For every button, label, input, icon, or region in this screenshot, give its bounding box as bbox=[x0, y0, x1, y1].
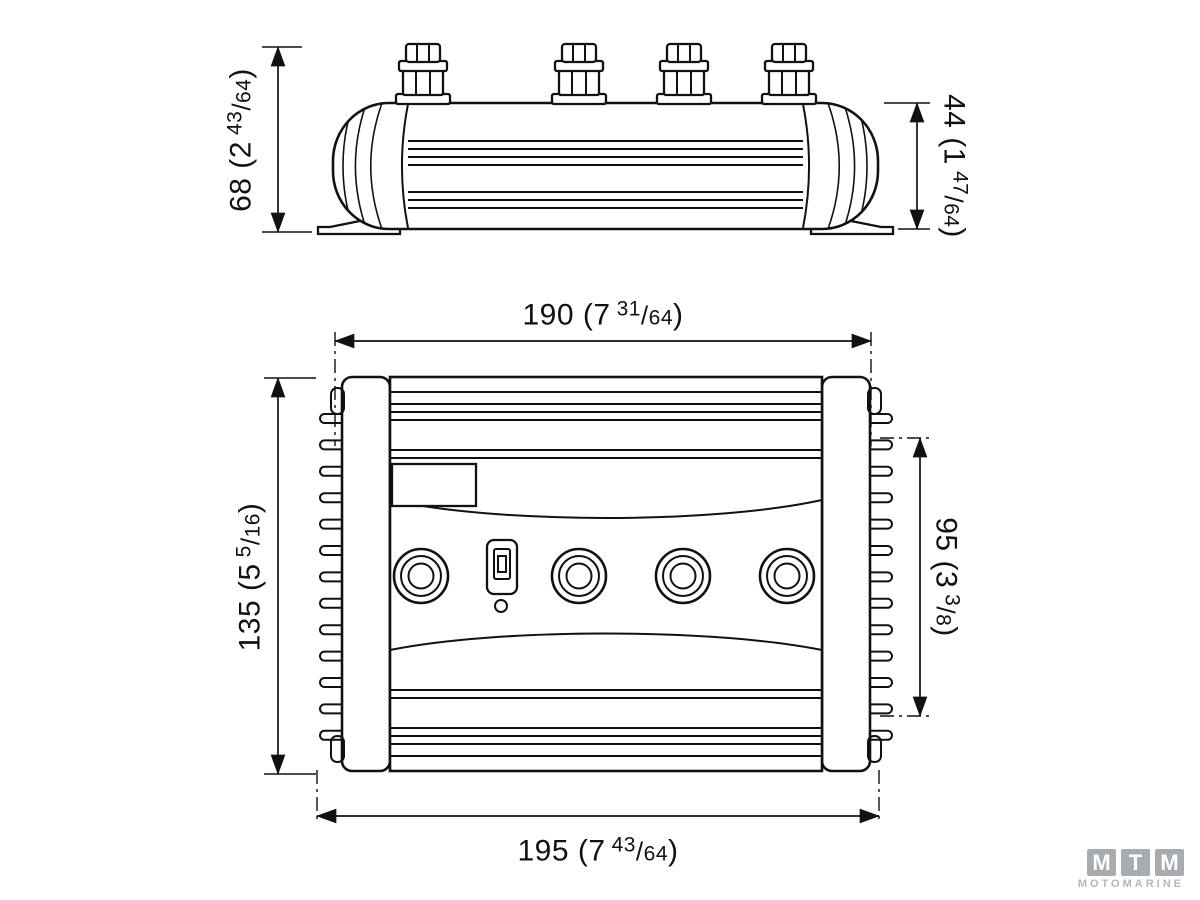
dim-frac-sep: / bbox=[226, 102, 257, 111]
front-ridges-bottom bbox=[390, 689, 822, 757]
dim-frac-sep: / bbox=[635, 836, 644, 867]
dim-frac-den: 16 bbox=[241, 513, 265, 538]
dim-frac-sep: / bbox=[640, 300, 649, 331]
side-view bbox=[316, 42, 895, 236]
logo-letter-tile: M bbox=[1087, 849, 1116, 876]
cap-seam-left bbox=[401, 103, 409, 229]
dim-frac-den: 8 bbox=[931, 614, 955, 627]
dim-main: 195 (7 bbox=[517, 834, 606, 868]
logo-letter-tile: M bbox=[1155, 849, 1184, 876]
dim-tail: ) bbox=[233, 502, 267, 514]
dim-tail: ) bbox=[668, 834, 679, 868]
dim-frac-den: 64 bbox=[232, 78, 256, 103]
dim-label-44: 44 (1 47/64) bbox=[937, 94, 972, 238]
dim-44-graphic bbox=[884, 102, 930, 230]
dim-tail: ) bbox=[929, 626, 963, 637]
dim-95-graphic bbox=[880, 437, 932, 717]
dim-frac-num: 47 bbox=[948, 170, 972, 196]
mount-slot-bottom-left bbox=[330, 735, 345, 763]
dim-main: 44 (1 bbox=[937, 94, 971, 165]
dim-190-graphic bbox=[334, 332, 872, 446]
dim-main: 135 (5 bbox=[233, 563, 267, 652]
dim-frac-den: 64 bbox=[648, 306, 674, 330]
stud-front-4 bbox=[758, 547, 816, 605]
bolt-terminal-3 bbox=[655, 42, 713, 106]
logo-letter-tile: T bbox=[1121, 849, 1150, 876]
dim-main: 95 (3 bbox=[929, 517, 963, 589]
front-view bbox=[319, 375, 893, 773]
stud-front-3 bbox=[654, 547, 712, 605]
bolt-terminal-1 bbox=[394, 42, 452, 106]
stud-front-2 bbox=[550, 547, 608, 605]
status-led bbox=[494, 599, 508, 613]
brand-logo: M T M MOTOMARINE bbox=[1078, 849, 1184, 890]
side-extrusion-ridges bbox=[408, 140, 803, 209]
dim-68-graphic bbox=[262, 46, 312, 233]
dim-frac-den: 64 bbox=[939, 203, 963, 228]
dim-frac-sep: / bbox=[235, 537, 266, 546]
dim-frac-num: 31 bbox=[616, 297, 641, 321]
bolt-terminal-4 bbox=[760, 42, 818, 106]
label-plate bbox=[390, 462, 478, 508]
cap-seam-right bbox=[802, 103, 810, 229]
bolt-terminal-2 bbox=[550, 42, 608, 106]
front-ridges-top bbox=[390, 391, 822, 459]
dim-frac-num: 43 bbox=[611, 833, 636, 857]
dim-frac-sep: / bbox=[930, 606, 961, 615]
right-fins bbox=[865, 413, 893, 741]
dim-main: 190 (7 bbox=[522, 298, 611, 332]
panel-curve-bottom bbox=[389, 632, 823, 651]
dim-label-135: 135 (5 5/16) bbox=[233, 503, 268, 652]
mount-slot-top-left bbox=[330, 387, 345, 415]
logo-tiles: M T M bbox=[1078, 849, 1184, 876]
stud-front-1 bbox=[392, 547, 450, 605]
dim-tail: ) bbox=[673, 298, 684, 332]
dim-main: 68 (2 bbox=[224, 141, 258, 212]
left-fins bbox=[319, 413, 347, 741]
logo-subtitle: MOTOMARINE bbox=[1077, 878, 1184, 890]
dim-frac-num: 5 bbox=[232, 545, 256, 558]
dim-tail: ) bbox=[224, 68, 258, 79]
end-plate-left bbox=[340, 375, 392, 773]
dim-frac-num: 3 bbox=[940, 594, 964, 607]
panel-curve-top bbox=[389, 499, 823, 519]
dim-frac-sep: / bbox=[938, 195, 969, 204]
dim-label-68: 68 (2 43/64) bbox=[224, 68, 259, 212]
usb-connector bbox=[485, 538, 519, 596]
mount-slot-bottom-right bbox=[867, 735, 882, 763]
dim-135-graphic bbox=[264, 377, 316, 775]
dim-tail: ) bbox=[937, 227, 971, 238]
dim-frac-num: 43 bbox=[223, 110, 247, 136]
dim-195-graphic bbox=[316, 770, 880, 824]
dim-frac-den: 64 bbox=[643, 842, 669, 866]
mount-slot-top-right bbox=[867, 387, 882, 415]
dim-label-95: 95 (3 3/8) bbox=[929, 517, 964, 637]
end-plate-right bbox=[820, 375, 872, 773]
